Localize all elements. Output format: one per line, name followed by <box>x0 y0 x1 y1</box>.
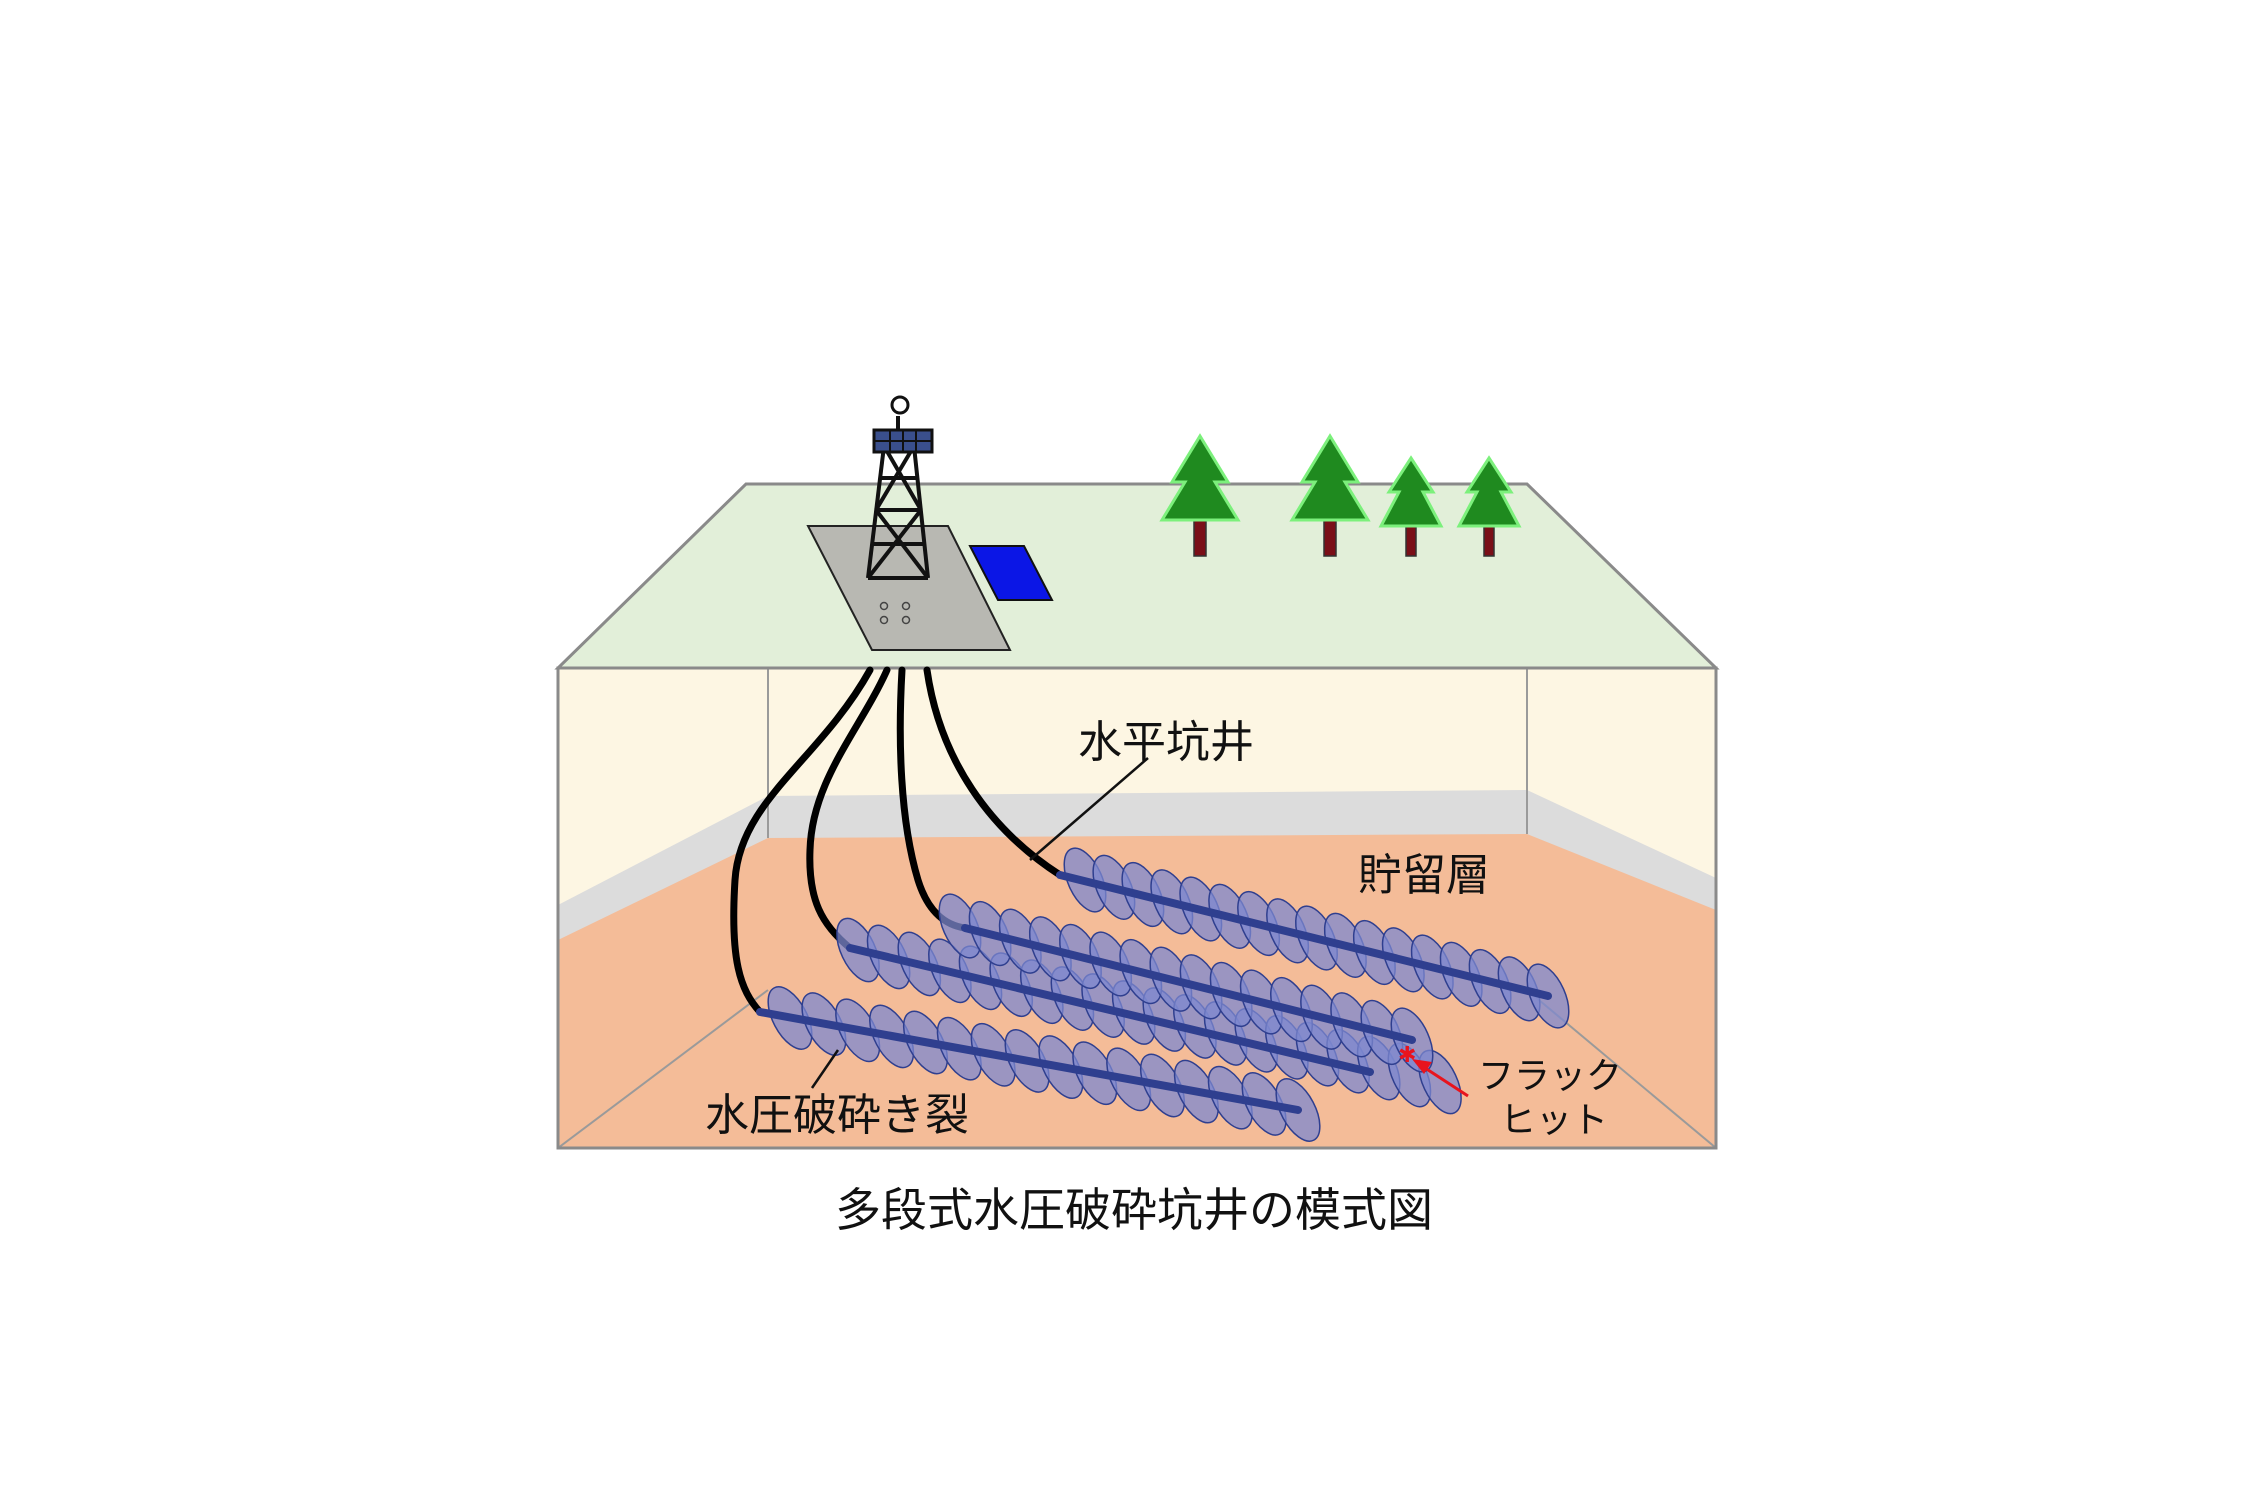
diagram-caption: 多段式水圧破砕坑井の模式図 <box>835 1183 1433 1237</box>
ground-surface <box>558 484 1716 668</box>
hydraulic-fracture-label: 水圧破砕き裂 <box>705 1090 969 1141</box>
svg-text:✱: ✱ <box>1398 1043 1416 1068</box>
frac-hit-label-line2: ヒット <box>1500 1100 1608 1141</box>
reservoir-label: 貯留層 <box>1358 850 1490 901</box>
horizontal-well-label: 水平坑井 <box>1078 717 1254 768</box>
frac-hit-label-line1: フラック <box>1478 1056 1622 1097</box>
earth-block <box>558 484 1716 1148</box>
